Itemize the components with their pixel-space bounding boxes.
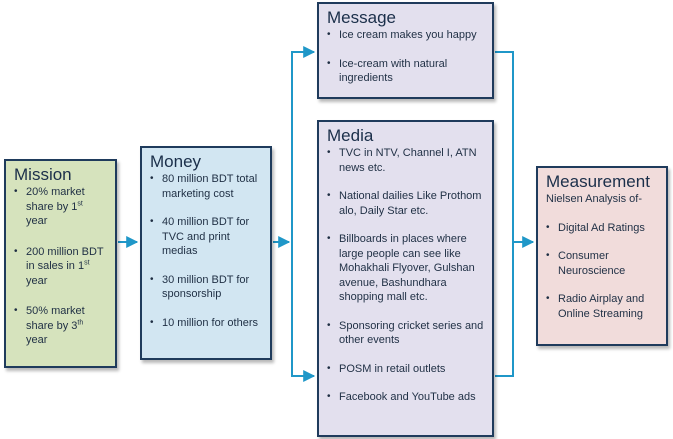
message-list: Ice cream makes you happy Ice-cream with…: [327, 28, 484, 86]
list-item: National dailies Like Prothom alo, Daily…: [327, 189, 484, 218]
list-item: 10 million for others: [150, 316, 262, 331]
message-box: Message Ice cream makes you happy Ice-cr…: [317, 2, 494, 99]
list-item: 20% market share by 1st year: [14, 185, 107, 229]
list-item: 30 million BDT for sponsorship: [150, 273, 262, 302]
list-item: 40 million BDT for TVC and print medias: [150, 215, 262, 259]
list-item: POSM in retail outlets: [327, 362, 484, 377]
merge-line: [495, 51, 514, 377]
measurement-subtitle: Nielsen Analysis of-: [546, 193, 642, 205]
list-item: Digital Ad Ratings: [546, 221, 658, 236]
measurement-box: Measurement Nielsen Analysis of- Digital…: [536, 166, 668, 346]
list-item: Ice cream makes you happy: [327, 28, 484, 43]
list-item: TVC in NTV, Channel I, ATN news etc.: [327, 146, 484, 175]
message-title: Message: [327, 8, 396, 27]
mission-title: Mission: [14, 165, 72, 184]
list-item: Sponsoring cricket series and other even…: [327, 319, 484, 348]
list-item: 200 million BDT in sales in 1st year: [14, 245, 107, 289]
money-list: 80 million BDT total marketing cost 40 m…: [150, 172, 262, 330]
branch-line: [291, 46, 316, 242]
list-item: Consumer Neuroscience: [546, 249, 658, 278]
media-title: Media: [327, 126, 374, 145]
branch-line-lower: [291, 242, 316, 382]
mission-box: Mission 20% market share by 1st year 200…: [4, 159, 117, 368]
mission-list: 20% market share by 1st year 200 million…: [14, 185, 107, 348]
money-box: Money 80 million BDT total marketing cos…: [140, 146, 272, 360]
list-item: Billboards in places where large people …: [327, 232, 484, 305]
money-title: Money: [150, 152, 202, 171]
list-item: 80 million BDT total marketing cost: [150, 172, 262, 201]
list-item: Facebook and YouTube ads: [327, 390, 484, 405]
measurement-title: Measurement: [546, 172, 650, 191]
list-item: Radio Airplay and Online Streaming: [546, 292, 658, 321]
measurement-list: Digital Ad Ratings Consumer Neuroscience…: [546, 221, 658, 322]
list-item: Ice-cream with natural ingredients: [327, 57, 484, 86]
media-box: Media TVC in NTV, Channel I, ATN news et…: [317, 120, 494, 437]
media-list: TVC in NTV, Channel I, ATN news etc. Nat…: [327, 146, 484, 405]
list-item: 50% market share by 3th year: [14, 304, 107, 348]
